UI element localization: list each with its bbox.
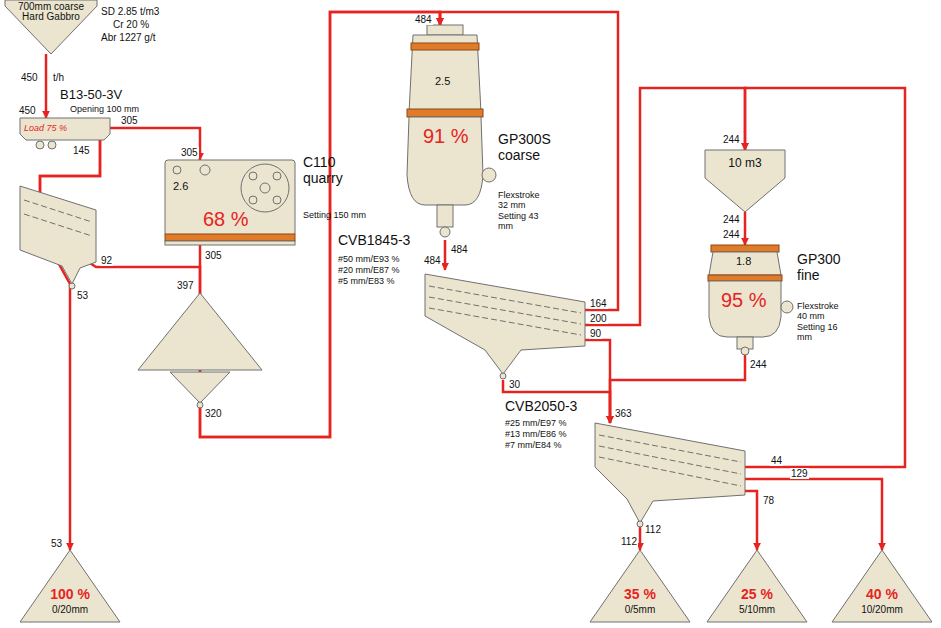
equipment-text: Opening 100 mm [70, 104, 139, 114]
equipment-text: Load 75 % [24, 123, 67, 133]
equipment-text: 1.8 [736, 255, 751, 268]
material-flow-line [40, 12, 440, 437]
material-flow-line [745, 491, 757, 550]
equipment-text: #25 mm/E97 % #13 mm/E86 % #7 mm/E84 % [505, 418, 575, 451]
equipment-text: 0/5mm [590, 604, 690, 616]
equipment-text: 68 % [203, 208, 249, 231]
equipment-name: GP300 fine [797, 251, 841, 283]
equipment-text: #50 mm/E93 % #20 mm/E87 % #5 mm/E83 % [338, 254, 408, 287]
material-flow-line [444, 240, 447, 270]
equipment-name: GP300S coarse [498, 131, 551, 163]
flow-rate: t/h [52, 72, 65, 83]
equipment-name: 35 % [590, 586, 690, 602]
material-property: Abr 1227 g/t [100, 32, 156, 43]
flow-rate: 484 [423, 255, 442, 266]
stockpile: 25 % 5/10mm [707, 550, 807, 622]
flow-rate: 244 [749, 359, 768, 370]
material-flow-line [745, 479, 882, 550]
equipment-text: 95 % [721, 289, 767, 312]
equipment-text: 10/20mm [832, 604, 932, 616]
material-flow-line [45, 54, 48, 118]
vibrating-screen: CVB1845-3#50 mm/E93 % #20 mm/E87 % #5 mm… [425, 270, 585, 380]
cone-crusher: GP300S coarse2.591 %Flexstroke 32 mm Set… [405, 25, 485, 240]
material-flow-line [610, 355, 745, 423]
equipment-name: 40 % [832, 586, 932, 602]
flow-rate: 244 [722, 214, 741, 225]
equipment-name: 10 m3 [705, 157, 785, 171]
flow-rate: 450 [20, 72, 39, 83]
equipment-name: 700mm coarse Hard Gabbro [16, 2, 86, 22]
material-property: SD 2.85 t/m3 [100, 6, 160, 17]
material-flow-line [585, 340, 610, 423]
flow-rate: 200 [589, 313, 608, 324]
equipment-text: 5/10mm [707, 604, 807, 616]
vibrating-screen-outline [595, 423, 745, 523]
equipment-name: 25 % [707, 586, 807, 602]
scalping-screen [20, 186, 96, 289]
flow-rate: 129 [790, 468, 809, 479]
cone-crusher: GP300 fine1.895 %Flexstroke 40 mm Settin… [705, 245, 785, 355]
flow-rate: 397 [176, 280, 195, 291]
flow-rate: 53 [76, 290, 89, 301]
flow-rate: 244 [722, 229, 741, 240]
feed-hopper: 700mm coarse Hard Gabbro [5, 0, 97, 54]
stockpile: 35 % 0/5mm [590, 550, 690, 622]
flow-rate: 145 [72, 145, 91, 156]
flow-rate: 90 [589, 328, 602, 339]
equipment-text: 0/20mm [20, 604, 120, 616]
flow-rate: 320 [204, 408, 223, 419]
flow-rate: 450 [18, 105, 37, 116]
flow-rate: 44 [770, 455, 783, 466]
equipment-text: 2.5 [435, 75, 450, 88]
flow-rate: 78 [762, 495, 775, 506]
vibrating-screen: CVB2050-3#25 mm/E97 % #13 mm/E86 % #7 mm… [595, 423, 745, 523]
surge-pile [138, 293, 262, 408]
flow-rate: 305 [180, 147, 199, 158]
equipment-text: Setting 150 mm [303, 210, 366, 220]
material-flow-line [744, 212, 747, 245]
material-flow-line [503, 380, 610, 423]
flow-rate: 484 [414, 14, 433, 25]
material-flow-line [110, 128, 200, 160]
flow-rate: 305 [120, 115, 139, 126]
material-property: Cr 20 % [112, 19, 150, 30]
vibrating-screen-outline [425, 270, 585, 380]
equipment-name: 100 % [20, 586, 120, 602]
flow-rate: 305 [204, 250, 223, 261]
flow-rate: 244 [722, 134, 741, 145]
jaw-crusher: C110 quarry2.668 %Setting 150 mm [165, 160, 295, 245]
equipment-name: CVB1845-3 [338, 232, 410, 248]
flow-rate: 484 [450, 244, 469, 255]
flow-rate: 92 [100, 255, 113, 266]
equipment-text: Flexstroke 32 mm Setting 43 mm [498, 190, 540, 231]
stockpile: 40 % 10/20mm [832, 550, 932, 622]
flow-rate: 363 [614, 408, 633, 419]
equipment-name: CVB2050-3 [505, 398, 577, 414]
equipment-text: Flexstroke 40 mm Setting 16 mm [797, 301, 839, 342]
equipment-text: 2.6 [173, 180, 188, 193]
flow-rate: 112 [644, 524, 662, 535]
flow-rate: 53 [50, 538, 63, 549]
surge-bin: 10 m3 [705, 150, 785, 212]
flow-rate: 164 [589, 298, 608, 309]
stockpile: 100 % 0/20mm [20, 550, 120, 622]
jaw-crusher-outline [165, 160, 295, 245]
equipment-text: 91 % [423, 125, 469, 148]
flow-rate: 112 [620, 536, 638, 547]
equipment-name: B13-50-3V [60, 88, 122, 103]
vibrating-feeder: B13-50-3VOpening 100 mmLoad 75 % [20, 118, 110, 140]
flow-rate: 30 [508, 379, 521, 390]
material-flow-line [200, 12, 440, 437]
equipment-name: C110 quarry [303, 154, 343, 186]
